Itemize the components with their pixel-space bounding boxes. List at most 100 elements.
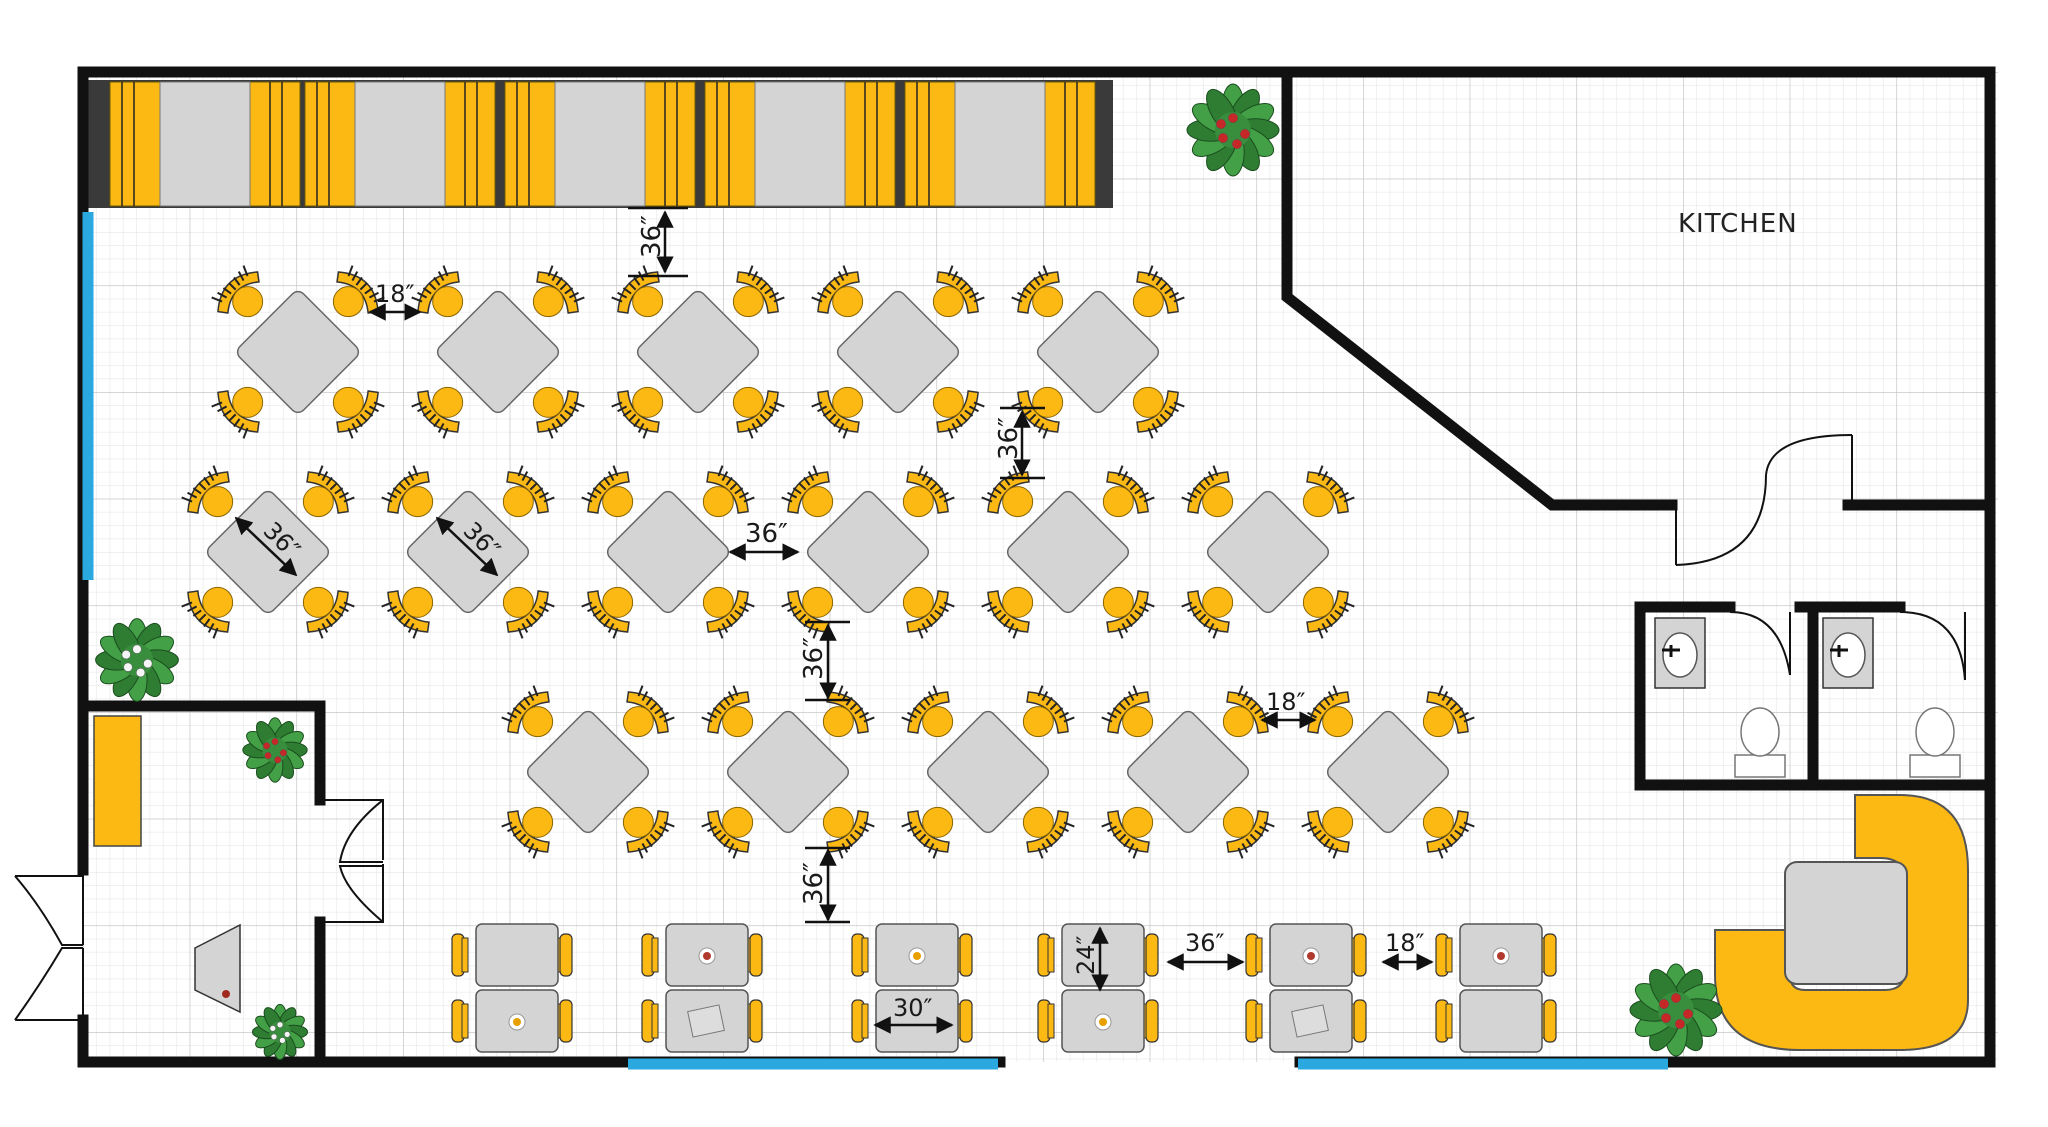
dim-top-row-gap: 18″	[375, 280, 415, 308]
booth-4	[704, 81, 896, 207]
chair	[302, 465, 355, 518]
table-4top-11	[1181, 465, 1355, 639]
table-2top-10	[1245, 989, 1367, 1053]
dimension-labels: 36″ 18″ 36″ 36″ 36″ 36″ 36″ 18″ 36″ 24″ …	[258, 215, 1425, 1022]
chair	[1301, 806, 1354, 859]
chair	[781, 465, 834, 518]
table-4top-13	[701, 685, 875, 859]
chair	[502, 465, 555, 518]
plant-3	[242, 717, 308, 783]
dim-row4-gap-a: 36″	[1185, 929, 1225, 957]
chair	[702, 465, 755, 518]
dim-row2-gap: 36″	[745, 519, 788, 549]
chair	[332, 386, 385, 439]
booth-2	[304, 81, 496, 207]
booth-5	[904, 81, 1096, 207]
plants	[95, 83, 1723, 1061]
chair	[1022, 685, 1075, 738]
table-2top-8	[1037, 989, 1159, 1053]
chair	[581, 586, 634, 639]
chair	[1011, 386, 1064, 439]
chair	[1011, 265, 1064, 318]
chair	[332, 265, 385, 318]
plant-4	[251, 1003, 309, 1061]
dim-row3-gap: 18″	[1266, 688, 1306, 716]
dim-row3-to-row4: 36″	[799, 862, 829, 905]
chair	[1022, 806, 1075, 859]
chair	[702, 586, 755, 639]
chair	[902, 465, 955, 518]
table-4top-15	[1101, 685, 1275, 859]
chair	[181, 465, 234, 518]
chair	[1302, 465, 1355, 518]
chair	[211, 265, 264, 318]
chair	[181, 586, 234, 639]
chair	[581, 465, 634, 518]
dim-booth-to-table: 36″	[637, 215, 667, 258]
chair	[1301, 685, 1354, 738]
chair	[1101, 806, 1154, 859]
chair	[1101, 685, 1154, 738]
table-4top-1	[211, 265, 385, 439]
booth-1	[109, 81, 301, 207]
dining-tables	[181, 265, 1557, 1053]
chair	[302, 586, 355, 639]
chair	[901, 685, 954, 738]
chair	[532, 265, 585, 318]
chair	[981, 586, 1034, 639]
table-2top-11	[1435, 923, 1557, 987]
chair	[411, 265, 464, 318]
chair	[502, 586, 555, 639]
chair	[1181, 586, 1234, 639]
chair	[901, 806, 954, 859]
chair	[701, 685, 754, 738]
booth-3	[504, 81, 696, 207]
chair	[1132, 386, 1185, 439]
chair	[1102, 586, 1155, 639]
dim-row2-to-row3: 36″	[799, 637, 829, 680]
chair	[611, 265, 664, 318]
windows	[82, 212, 1668, 1070]
chair	[1302, 586, 1355, 639]
table-2top-4	[641, 989, 763, 1053]
dim-small-table-width: 30″	[893, 994, 933, 1022]
restroom-fixtures	[1654, 617, 1961, 778]
dim-row1-to-row2: 36″	[994, 417, 1024, 460]
chair	[622, 685, 675, 738]
table-4top-3	[611, 265, 785, 439]
dimension-lines	[234, 206, 1434, 1034]
plant-5	[1629, 963, 1723, 1057]
chair	[381, 586, 434, 639]
table-2top-2	[451, 989, 573, 1053]
chair	[732, 386, 785, 439]
table-4top-4	[811, 265, 985, 439]
chair	[811, 265, 864, 318]
table-4top-2	[411, 265, 585, 439]
chair	[932, 265, 985, 318]
chair	[1222, 685, 1275, 738]
chair	[1102, 465, 1155, 518]
table-4top-12	[501, 685, 675, 859]
table-2top-9	[1245, 923, 1367, 987]
table-2top-1	[451, 923, 573, 987]
chair	[1222, 806, 1275, 859]
chair	[811, 386, 864, 439]
doors	[14, 434, 1966, 1021]
dim-small-table-depth: 24″	[1072, 935, 1100, 975]
chair	[701, 806, 754, 859]
chair	[501, 685, 554, 738]
chair	[611, 386, 664, 439]
chair	[732, 265, 785, 318]
chair	[932, 386, 985, 439]
booth-row	[88, 80, 1113, 208]
plant-1	[1186, 83, 1280, 177]
table-2top-5	[851, 923, 973, 987]
table-4top-5	[1011, 265, 1185, 439]
host-stand	[93, 715, 142, 847]
chair	[211, 386, 264, 439]
chair	[501, 806, 554, 859]
kitchen-label: KITCHEN	[1678, 209, 1798, 239]
table-4top-14	[901, 685, 1075, 859]
chair	[1132, 265, 1185, 318]
chair	[532, 386, 585, 439]
